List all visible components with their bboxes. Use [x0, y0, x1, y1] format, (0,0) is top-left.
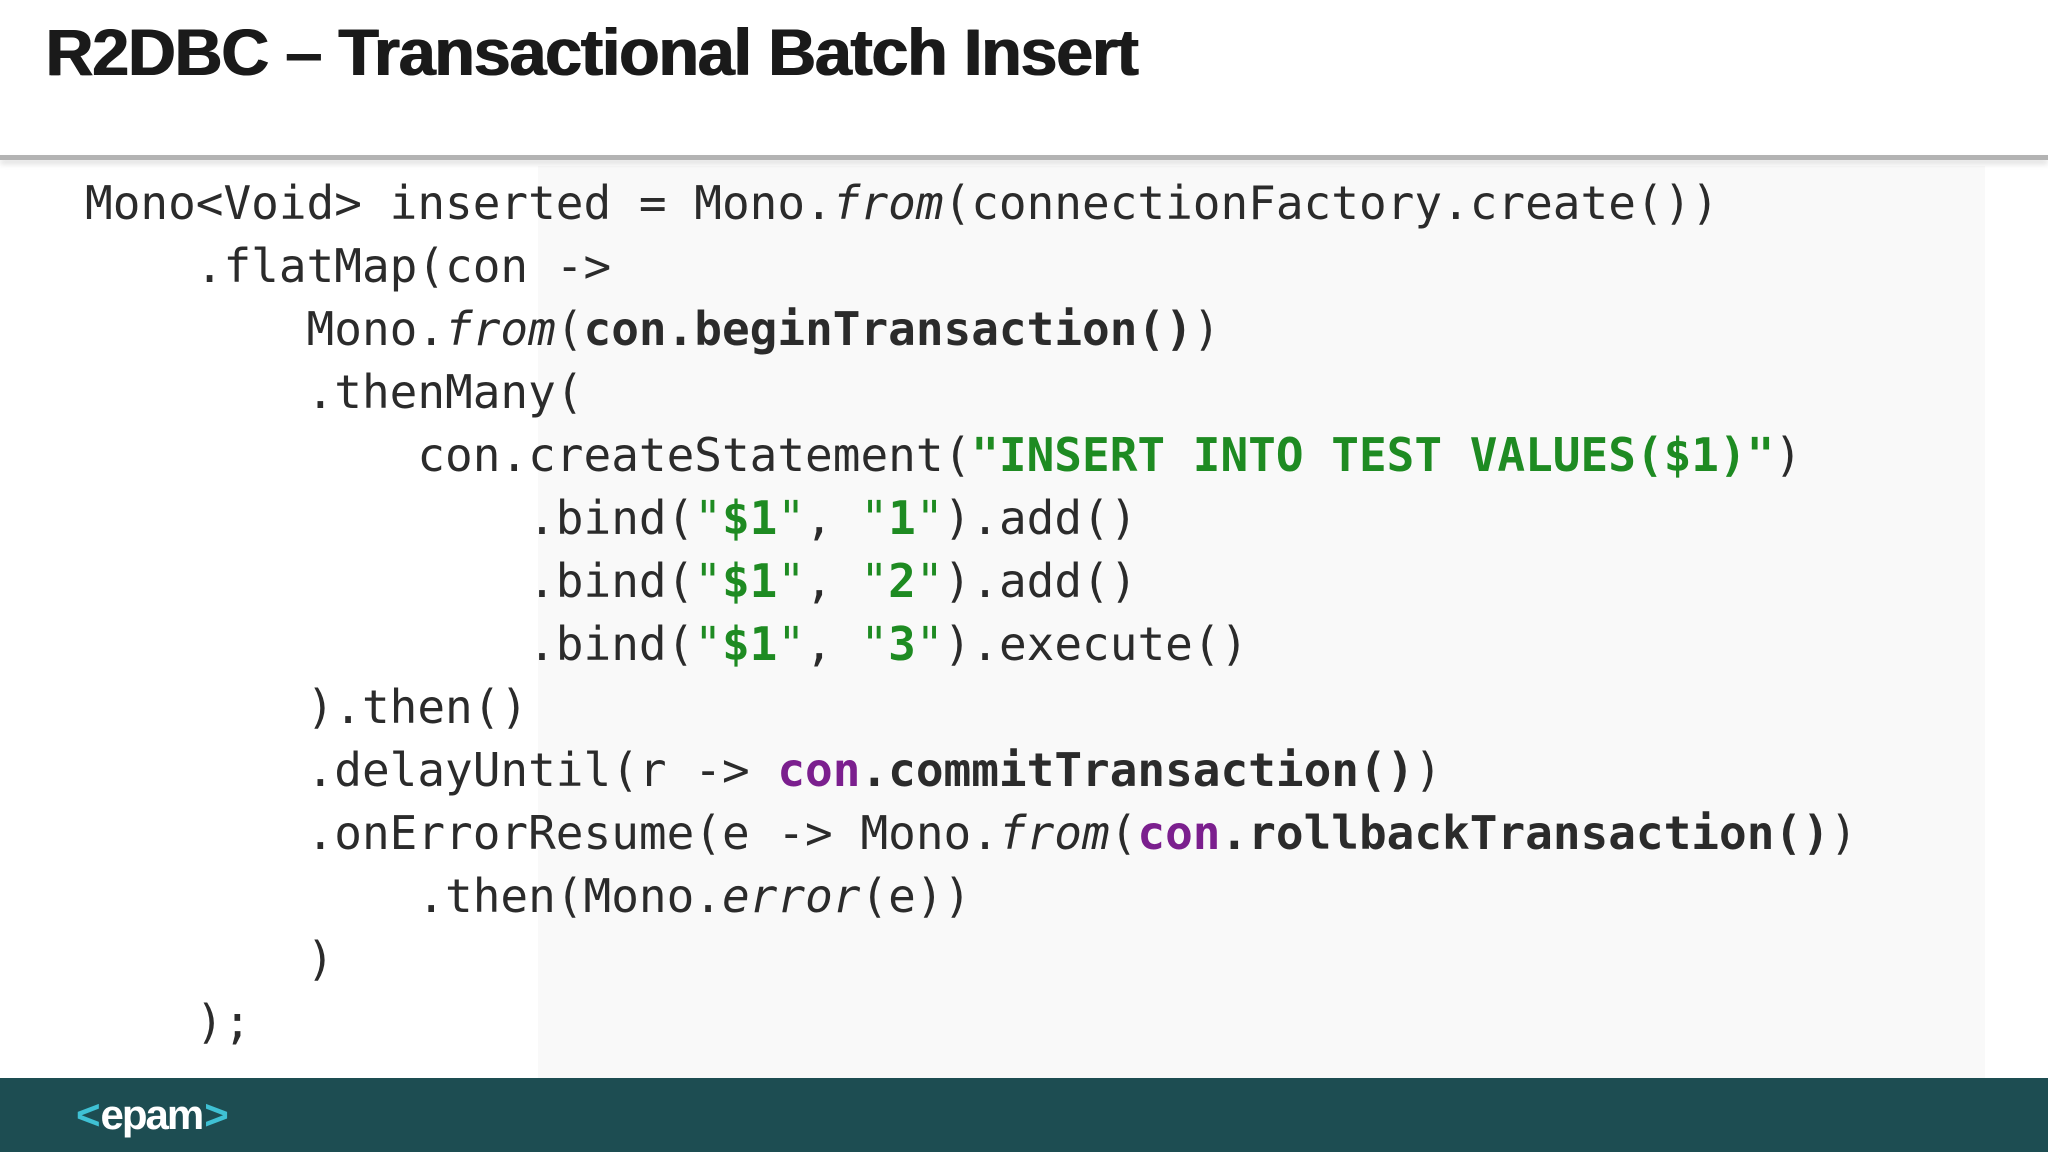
- code-segment: ): [1192, 302, 1221, 356]
- code-segment: .bind(: [85, 491, 695, 545]
- code-segment: con: [1137, 806, 1221, 860]
- code-line: Mono.from(con.beginTransaction()): [85, 298, 1857, 361]
- code-segment: (connectionFactory.create()): [943, 176, 1719, 230]
- code-segment: .rollbackTransaction(): [1220, 806, 1830, 860]
- epam-logo: < epam >: [76, 1091, 229, 1138]
- code-line: .bind("$1", "3").execute(): [85, 613, 1857, 676]
- footer-bar: < epam >: [0, 1078, 2048, 1152]
- code-segment: ): [1774, 428, 1803, 482]
- page-title: R2DBC – Transactional Batch Insert: [45, 15, 1138, 89]
- code-segment: ): [1414, 743, 1443, 797]
- code-segment: ).execute(): [943, 617, 1249, 671]
- code-line: ): [85, 928, 1857, 991]
- logo-text: epam: [100, 1091, 205, 1138]
- code-segment: ).add(): [943, 554, 1138, 608]
- code-segment: .thenMany(: [85, 365, 584, 419]
- code-segment: .delayUntil(r ->: [85, 743, 778, 797]
- code-segment: ).add(): [943, 491, 1138, 545]
- code-segment: .onErrorResume(e -> Mono.: [85, 806, 999, 860]
- code-segment: $1: [721, 491, 778, 545]
- code-line: Mono<Void> inserted = Mono.from(connecti…: [85, 172, 1857, 235]
- code-segment: ,: [805, 491, 861, 545]
- code-line: .flatMap(con ->: [85, 235, 1857, 298]
- code-segment: 1: [888, 491, 916, 545]
- code-line: .bind("$1", "2").add(): [85, 550, 1857, 613]
- code-segment: ": [915, 491, 944, 545]
- code-line: .onErrorResume(e -> Mono.from(con.rollba…: [85, 802, 1858, 865]
- code-segment: (: [1109, 806, 1138, 860]
- code-segment: ": [915, 617, 944, 671]
- code-segment: con.createStatement(: [85, 428, 972, 482]
- code-segment: Mono.: [85, 302, 446, 356]
- code-segment: ": [694, 617, 722, 671]
- code-segment: ": [777, 617, 806, 671]
- code-segment: $1: [721, 554, 778, 608]
- logo-left-bracket-icon: <: [76, 1091, 100, 1138]
- code-segment: .bind(: [85, 617, 695, 671]
- code-line: .then(Mono.error(e)): [85, 865, 1857, 928]
- code-segment: $1: [721, 617, 778, 671]
- code-segment: from: [445, 302, 556, 356]
- code-segment: .flatMap(con ->: [85, 239, 612, 293]
- code-segment: con: [777, 743, 861, 797]
- code-segment: from: [998, 806, 1110, 860]
- code-segment: ": [860, 491, 889, 545]
- code-segment: .bind(: [85, 554, 695, 608]
- code-line: .delayUntil(r -> con.commitTransaction()…: [85, 739, 1857, 802]
- code-segment: ": [694, 491, 722, 545]
- code-segment: ,: [805, 617, 861, 671]
- code-segment: 3: [888, 617, 916, 671]
- code-segment: ": [694, 554, 722, 608]
- code-segment: .then(Mono.: [85, 869, 722, 923]
- code-line: );: [85, 991, 1857, 1054]
- code-segment: ": [777, 554, 806, 608]
- logo-right-bracket-icon: >: [204, 1091, 228, 1138]
- code-segment: );: [85, 995, 252, 1049]
- code-segment: from: [832, 176, 944, 230]
- code-line: ).then(): [85, 676, 1857, 739]
- code-segment: 2: [888, 554, 916, 608]
- code-segment: ": [915, 554, 944, 608]
- title-divider: [0, 155, 2048, 160]
- code-segment: ).then(): [85, 680, 529, 734]
- code-block: Mono<Void> inserted = Mono.from(connecti…: [85, 172, 1857, 1054]
- code-segment: ,: [805, 554, 861, 608]
- code-line: .thenMany(: [85, 361, 1857, 424]
- code-segment: ): [1829, 806, 1858, 860]
- code-segment: (e)): [860, 869, 972, 923]
- code-line: con.createStatement("INSERT INTO TEST VA…: [85, 424, 1857, 487]
- code-segment: con.beginTransaction(): [583, 302, 1193, 356]
- code-segment: ): [85, 932, 335, 986]
- code-segment: ": [860, 617, 889, 671]
- code-segment: ": [777, 491, 806, 545]
- code-segment: (: [555, 302, 584, 356]
- code-line: .bind("$1", "1").add(): [85, 487, 1857, 550]
- code-segment: Mono<Void> inserted = Mono.: [85, 176, 833, 230]
- code-segment: "INSERT INTO TEST VALUES($1)": [971, 428, 1775, 482]
- code-segment: ": [860, 554, 889, 608]
- code-segment: .commitTransaction(): [860, 743, 1415, 797]
- code-segment: error: [721, 869, 861, 923]
